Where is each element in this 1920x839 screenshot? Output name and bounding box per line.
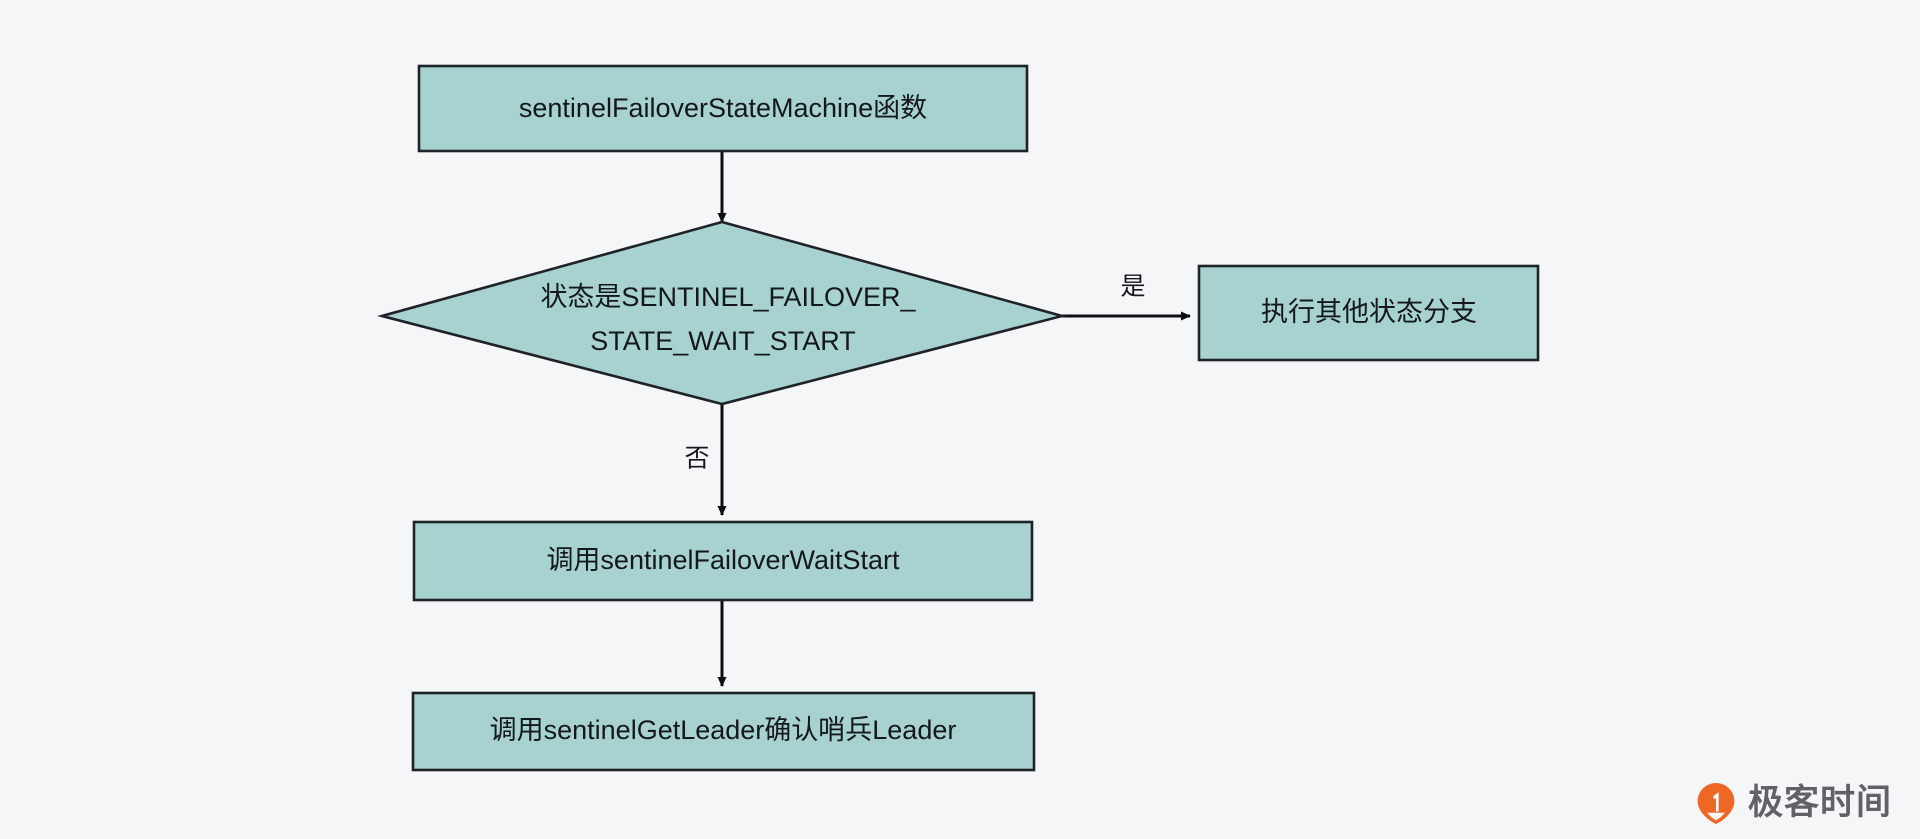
node-label: 调用sentinelGetLeader确认哨兵Leader [490, 715, 957, 745]
node-call-sentinel-failover-wait-start[interactable]: 调用sentinelFailoverWaitStart [412, 520, 1034, 602]
node-shape [376, 220, 1068, 406]
node-decision-state-is-wait-start[interactable]: 状态是SENTINEL_FAILOVER_ STATE_WAIT_START [376, 220, 1068, 406]
node-shape [417, 64, 1029, 153]
node-label-line-2: STATE_WAIT_START [590, 326, 856, 356]
edge-decision-to-other-branch: 是 [1062, 273, 1191, 321]
node-label-line-1: 状态是SENTINEL_FAILOVER_ [540, 282, 916, 312]
node-shape [411, 691, 1036, 772]
node-label: 调用sentinelFailoverWaitStart [546, 545, 900, 575]
node-sentinel-failover-state-machine[interactable]: sentinelFailoverStateMachine函数 [417, 64, 1029, 153]
node-label: 执行其他状态分支 [1261, 297, 1477, 327]
node-shape [1197, 264, 1540, 362]
edge-decision-to-wait-start: 否 [684, 404, 727, 516]
node-call-sentinel-get-leader[interactable]: 调用sentinelGetLeader确认哨兵Leader [411, 691, 1036, 772]
edge-label-no: 否 [684, 445, 709, 473]
watermark: 极客时间 [1694, 781, 1892, 825]
node-execute-other-state-branch[interactable]: 执行其他状态分支 [1197, 264, 1540, 362]
node-shape [412, 520, 1034, 602]
watermark-brand: 极客时间 [1747, 782, 1892, 823]
geektime-pin-icon [1694, 781, 1738, 825]
edge-label-yes: 是 [1120, 273, 1145, 301]
node-label: sentinelFailoverStateMachine函数 [519, 93, 927, 123]
